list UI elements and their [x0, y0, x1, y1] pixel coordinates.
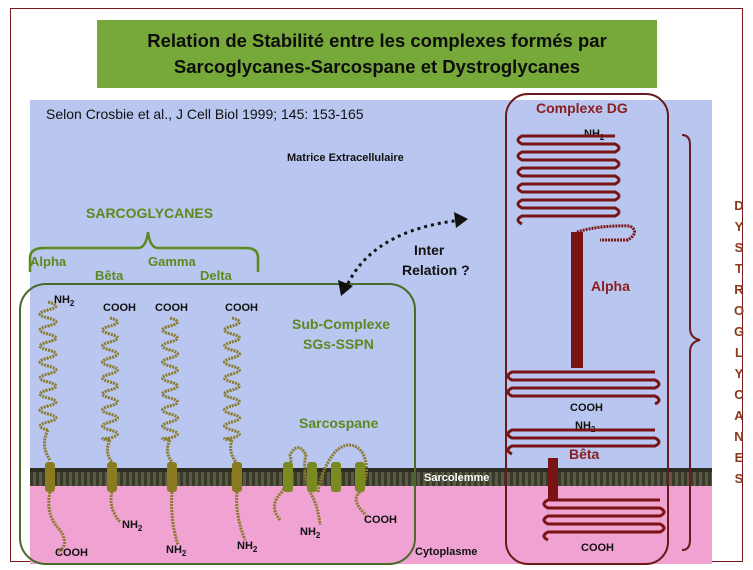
sg-alpha-link [43, 429, 52, 461]
dystroglycanes-letter: N [734, 429, 744, 444]
sg-delta-tm [232, 462, 242, 492]
citation: Selon Crosbie et al., J Cell Biol 1999; … [46, 106, 364, 122]
sarcolemma-edge [30, 468, 712, 472]
title-line-1: Relation de Stabilité entre les complexe… [147, 30, 607, 51]
dystroglycanes-letter: D [734, 198, 744, 213]
cooh-sarcospane: COOH [364, 514, 397, 526]
sg-delta-link [229, 439, 238, 463]
sg-delta-coil [223, 316, 241, 442]
subcomplex-box [19, 283, 416, 565]
sg-gamma-link [165, 439, 174, 463]
sspn-loop1 [273, 446, 322, 526]
cooh-dg-alpha: COOH [570, 402, 603, 414]
sg-delta-label: Delta [200, 268, 232, 283]
dg-alpha-rod [571, 232, 583, 368]
sg-gamma-coil [161, 316, 179, 442]
sarcospane-label: Sarcospane [299, 415, 379, 431]
inter-relation-line2: Relation ? [402, 262, 470, 278]
subcomplex-line2: SGs-SSPN [303, 336, 374, 352]
dg-complex-box [505, 93, 669, 565]
sg-alpha-coil [38, 300, 58, 432]
title-banner: Relation de Stabilité entre les complexe… [97, 20, 657, 88]
dg-alpha-label: Alpha [591, 278, 630, 294]
sarcoglycane-proteins [38, 300, 247, 554]
sg-beta-tail [109, 491, 122, 523]
cytoplasm-label: Cytoplasme [415, 546, 478, 558]
dystroglycanes-letter: C [734, 387, 744, 402]
dg-beta-label: Bêta [569, 446, 600, 462]
sg-beta-coil [101, 316, 119, 442]
dystroglycan-proteins [506, 134, 666, 542]
sarcolemma-label: Sarcolemme [424, 472, 490, 484]
dg-heading: Complexe DG [536, 100, 628, 116]
nh2-gamma: NH2 [166, 544, 187, 559]
inter-relation-arrow [343, 218, 463, 291]
sg-beta-link [105, 439, 114, 463]
nh2-beta: NH2 [122, 519, 143, 534]
cooh-delta: COOH [225, 302, 258, 314]
sspn-tm1 [283, 462, 293, 492]
dg-beta-bottom-coil [542, 498, 666, 542]
extracellular-region [30, 100, 712, 480]
sspn-tm4 [355, 462, 365, 492]
subcomplex-line1: Sub-Complexe [292, 316, 391, 332]
title-line-2: Sarcoglycanes-Sarcospane et Dystroglycan… [173, 56, 581, 77]
sg-delta-tail [235, 491, 247, 541]
sarcoglycanes-bracket [28, 231, 260, 272]
sg-alpha-tm [45, 462, 55, 492]
dg-alpha-bottom-coil [506, 370, 661, 406]
sg-gamma-tm [167, 462, 177, 492]
dystroglycanes-bracket [681, 134, 701, 551]
dystroglycanes-letter: G [733, 324, 745, 339]
dystroglycanes-letter: L [735, 345, 743, 360]
dg-alpha-hook [576, 224, 636, 242]
dystroglycanes-letter: S [734, 471, 744, 486]
sarcoglycanes-heading: SARCOGLYCANES [86, 205, 214, 221]
sg-alpha-tail [47, 491, 66, 554]
dg-beta-top-coil [506, 428, 661, 456]
sg-beta-tm [107, 462, 117, 492]
dg-beta-tm [548, 458, 558, 500]
dystroglycanes-letter: Y [734, 219, 744, 234]
dystroglycanes-letter: T [735, 261, 743, 276]
sspn-tm3 [331, 462, 341, 492]
arrow-head-top [454, 212, 468, 228]
dystroglycanes-letter: Y [734, 366, 744, 381]
sspn-loop2 [316, 443, 368, 517]
dystroglycanes-letter: O [733, 303, 745, 318]
dg-alpha-top-coil [516, 134, 621, 226]
sg-beta-label: Bêta [95, 268, 124, 283]
sg-gamma-tail [170, 491, 180, 546]
dystroglycanes-letter: A [734, 408, 744, 423]
dystroglycanes-letter: S [734, 240, 744, 255]
inter-relation-line1: Inter [414, 242, 445, 258]
nh2-alpha: NH2 [54, 294, 75, 309]
nh2-sarcospane: NH2 [300, 526, 321, 541]
sg-alpha-label: Alpha [30, 254, 67, 269]
sspn-tm2 [307, 462, 317, 492]
arrow-head-bottom [338, 280, 353, 296]
nh2-delta: NH2 [237, 540, 258, 555]
cooh-beta: COOH [103, 302, 136, 314]
dystroglycanes-letter: E [734, 450, 744, 465]
cooh-alpha: COOH [55, 547, 88, 559]
cooh-gamma: COOH [155, 302, 188, 314]
sarcolemma-membrane [30, 470, 712, 486]
extracellular-label: Matrice Extracellulaire [287, 152, 404, 164]
sarcospane-protein [273, 443, 368, 526]
sg-gamma-label: Gamma [148, 254, 196, 269]
dystroglycanes-letter: R [734, 282, 744, 297]
cooh-dg-beta: COOH [581, 542, 614, 554]
